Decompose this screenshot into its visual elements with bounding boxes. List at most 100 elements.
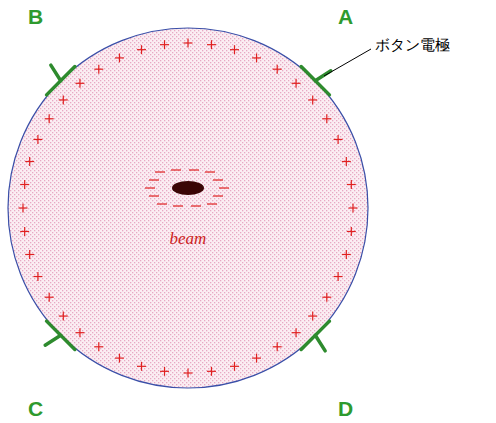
- plus-bar: [312, 312, 313, 321]
- electrode-feedthrough: [45, 335, 61, 345]
- plus-bar: [234, 45, 235, 54]
- electrode-letter: A: [338, 6, 353, 27]
- plus-sign: [115, 53, 124, 62]
- plus-bar: [79, 328, 80, 337]
- minus-sign: [149, 195, 159, 196]
- minus-sign: [205, 171, 215, 172]
- plus-sign: [20, 227, 29, 236]
- plus-sign: [322, 114, 331, 123]
- minus-sign: [173, 205, 183, 206]
- plus-sign: [207, 367, 216, 376]
- electrode-letter: C: [28, 398, 43, 419]
- plus-bar: [351, 227, 352, 236]
- minus-sign: [191, 205, 201, 206]
- plus-sign: [25, 157, 34, 166]
- plus-bar: [295, 79, 296, 88]
- plus-bar: [29, 250, 30, 259]
- beam-label: beam: [170, 230, 207, 247]
- plus-sign: [273, 65, 282, 74]
- plus-bar: [63, 95, 64, 104]
- plus-sign: [160, 40, 169, 49]
- plus-bar: [49, 293, 50, 302]
- button-electrode: [301, 321, 329, 351]
- plus-bar: [29, 157, 30, 166]
- minus-sign: [171, 169, 181, 170]
- plus-bar: [98, 342, 99, 351]
- plus-bar: [119, 53, 120, 62]
- plus-sign: [137, 362, 146, 371]
- plus-bar: [211, 40, 212, 49]
- plus-sign: [207, 40, 216, 49]
- plus-bar: [24, 180, 25, 189]
- minus-sign: [219, 187, 229, 188]
- plus-sign: [75, 328, 84, 337]
- plus-bar: [352, 204, 353, 213]
- plus-bar: [211, 367, 212, 376]
- plus-bar: [141, 45, 142, 54]
- button-electrode: [301, 67, 331, 95]
- plus-sign: [137, 45, 146, 54]
- plus-sign: [342, 157, 351, 166]
- plus-sign: [25, 250, 34, 259]
- minus-sign: [213, 195, 223, 196]
- electrode-feedthrough: [315, 335, 325, 351]
- plus-bar: [256, 354, 257, 363]
- plus-bar: [24, 227, 25, 236]
- electrode-feedthrough: [51, 65, 61, 81]
- plus-bar: [187, 369, 188, 378]
- electrode-letter: B: [28, 6, 43, 27]
- plus-sign: [94, 65, 103, 74]
- minus-sign: [155, 171, 165, 172]
- leader-line: [324, 49, 371, 76]
- plus-sign: [45, 293, 54, 302]
- plus-bar: [337, 135, 338, 144]
- plus-sign: [230, 362, 239, 371]
- plus-bar: [119, 354, 120, 363]
- plus-bar: [277, 342, 278, 351]
- plus-bar: [295, 328, 296, 337]
- beam-pipe: [8, 28, 368, 388]
- plus-bar: [351, 180, 352, 189]
- plus-bar: [164, 40, 165, 49]
- minus-sign: [189, 169, 199, 170]
- plus-bar: [98, 65, 99, 74]
- beam-bunch: [172, 181, 204, 195]
- plus-bar: [164, 367, 165, 376]
- button-electrodes: [45, 65, 331, 351]
- plus-bar: [337, 272, 338, 281]
- positive-charges: [19, 39, 358, 378]
- plus-bar: [326, 114, 327, 123]
- plus-sign: [334, 272, 343, 281]
- plus-sign: [252, 53, 261, 62]
- plus-sign: [184, 369, 193, 378]
- plus-sign: [20, 180, 29, 189]
- button-electrode: [47, 65, 75, 95]
- negative-charges: [145, 170, 229, 206]
- plus-sign: [75, 79, 84, 88]
- plus-sign: [322, 293, 331, 302]
- plus-sign: [45, 114, 54, 123]
- plus-sign: [273, 342, 282, 351]
- plus-bar: [37, 135, 38, 144]
- plus-sign: [347, 227, 356, 236]
- minus-sign: [213, 179, 223, 180]
- plus-sign: [115, 354, 124, 363]
- plus-sign: [19, 204, 28, 213]
- plus-bar: [256, 53, 257, 62]
- button-electrode: [45, 321, 75, 349]
- plus-bar: [187, 39, 188, 48]
- plus-sign: [308, 95, 317, 104]
- plus-bar: [346, 250, 347, 259]
- plus-sign: [160, 367, 169, 376]
- plus-bar: [22, 204, 23, 213]
- plus-sign: [33, 272, 42, 281]
- plus-sign: [349, 204, 358, 213]
- plus-sign: [59, 312, 68, 321]
- plus-sign: [94, 342, 103, 351]
- minus-sign: [149, 179, 159, 180]
- plus-bar: [312, 95, 313, 104]
- plus-bar: [63, 312, 64, 321]
- minus-sign: [207, 203, 217, 204]
